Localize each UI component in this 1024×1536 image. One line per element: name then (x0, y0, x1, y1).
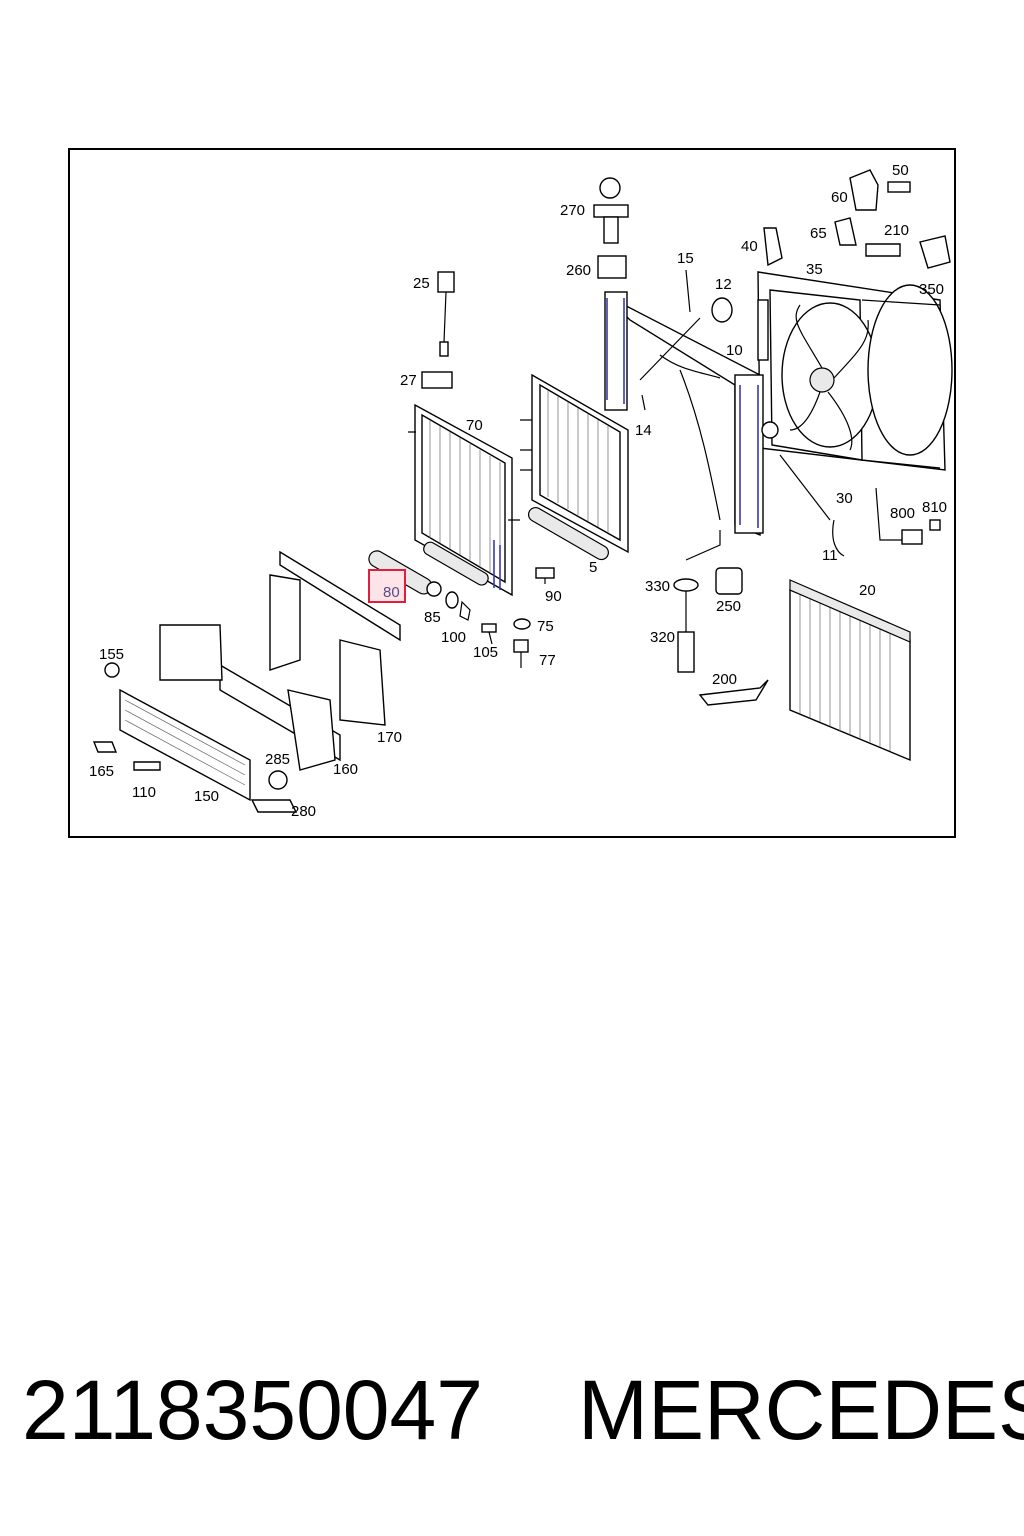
part-number: 2118350047 (22, 1363, 483, 1457)
radiator-20 (789, 579, 911, 762)
connector-800-810 (875, 487, 941, 545)
label-90: 90 (545, 588, 562, 605)
label-285: 285 (265, 751, 290, 768)
label-14: 14 (635, 422, 652, 439)
label-77: 77 (539, 652, 556, 669)
label-65: 65 (810, 225, 827, 242)
label-11: 11 (822, 547, 838, 564)
callout-labels: 270 260 15 12 10 14 25 27 70 5 90 85 100… (89, 162, 947, 820)
label-155: 155 (99, 646, 124, 663)
tank-parts (673, 530, 769, 706)
label-15: 15 (677, 250, 694, 267)
label-35: 35 (806, 261, 823, 278)
highlight-box (368, 569, 406, 603)
fan-shroud-assembly (757, 271, 953, 471)
label-800: 800 (890, 505, 915, 522)
label-200: 200 (712, 671, 737, 688)
label-20: 20 (859, 582, 876, 599)
label-250: 250 (716, 598, 741, 615)
label-260: 260 (566, 262, 591, 279)
label-110: 110 (132, 784, 156, 801)
label-165: 165 (89, 763, 114, 780)
label-270: 270 (560, 202, 585, 219)
label-10: 10 (726, 342, 743, 359)
label-160: 160 (333, 761, 358, 778)
label-210: 210 (884, 222, 909, 239)
label-30: 30 (836, 490, 853, 507)
label-320: 320 (650, 629, 675, 646)
label-105: 105 (473, 644, 498, 661)
label-85: 85 (424, 609, 441, 626)
label-25: 25 (413, 275, 430, 292)
label-5: 5 (589, 559, 597, 576)
label-60: 60 (831, 189, 848, 206)
radiator-frame (604, 291, 779, 537)
label-350: 350 (919, 281, 944, 298)
label-27: 27 (400, 372, 417, 389)
condenser-70 (408, 403, 520, 597)
label-80: 80 (383, 584, 400, 601)
label-40: 40 (741, 238, 758, 255)
condenser-5 (520, 373, 629, 561)
air-guide-160-170 (159, 550, 401, 771)
label-100: 100 (441, 629, 466, 646)
hoses (639, 269, 845, 557)
label-330: 330 (645, 578, 670, 595)
clips-upper-right (763, 169, 951, 269)
small-fittings (445, 567, 555, 668)
highlight-callout-80: 80 (368, 569, 406, 603)
mount-270-260 (593, 177, 629, 279)
cooler-150 (92, 662, 298, 813)
label-75: 75 (537, 618, 554, 635)
sensor-25 (421, 271, 455, 389)
label-12: 12 (715, 276, 732, 293)
label-170: 170 (377, 729, 402, 746)
label-810: 810 (922, 499, 947, 516)
label-280: 280 (291, 803, 316, 820)
brand-name: MERCEDES (578, 1363, 1024, 1457)
label-150: 150 (194, 788, 219, 805)
label-70: 70 (466, 417, 483, 434)
label-50: 50 (892, 162, 909, 179)
